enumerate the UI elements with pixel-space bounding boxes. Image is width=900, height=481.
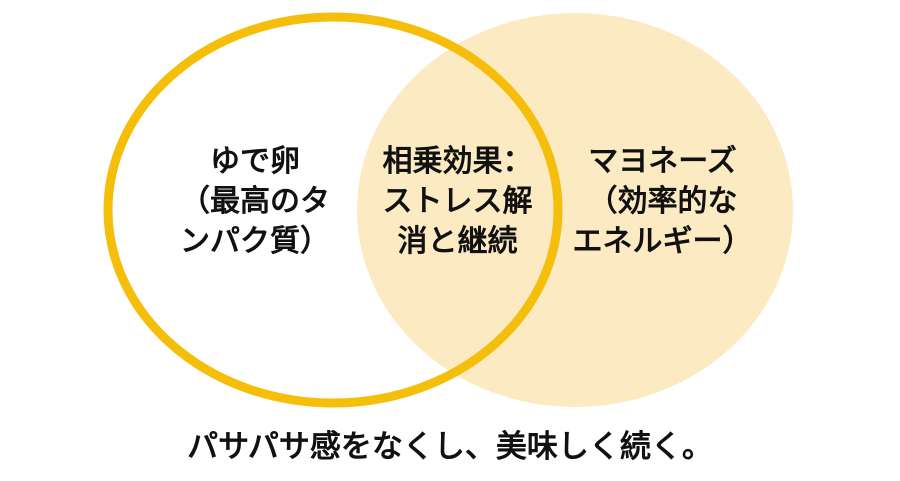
boiled-egg-line-2: （最高のタ bbox=[180, 184, 330, 219]
mayonnaise-line-1: マヨネーズ bbox=[588, 144, 737, 179]
boiled-egg-label: ゆで卵 （最高のタ ンパク質） bbox=[150, 142, 360, 262]
mayonnaise-label: マヨネーズ （効率的な エネルギー） bbox=[560, 142, 765, 262]
mayonnaise-circle bbox=[357, 13, 793, 407]
synergy-line-3: 消と継続 bbox=[397, 224, 518, 259]
synergy-line-2: ストレス解 bbox=[382, 184, 533, 219]
boiled-egg-line-1: ゆで卵 bbox=[210, 144, 300, 179]
mayonnaise-line-3: エネルギー） bbox=[572, 224, 753, 259]
boiled-egg-line-3: ンパク質） bbox=[180, 224, 330, 259]
mayonnaise-line-2: （効率的な bbox=[587, 184, 738, 219]
synergy-line-1: 相乗効果： bbox=[382, 144, 533, 179]
synergy-label: 相乗効果： ストレス解 消と継続 bbox=[360, 142, 555, 262]
caption: パサパサ感をなくし、美味しく続く。 bbox=[187, 429, 713, 465]
boiled-egg-ring bbox=[103, 12, 563, 408]
